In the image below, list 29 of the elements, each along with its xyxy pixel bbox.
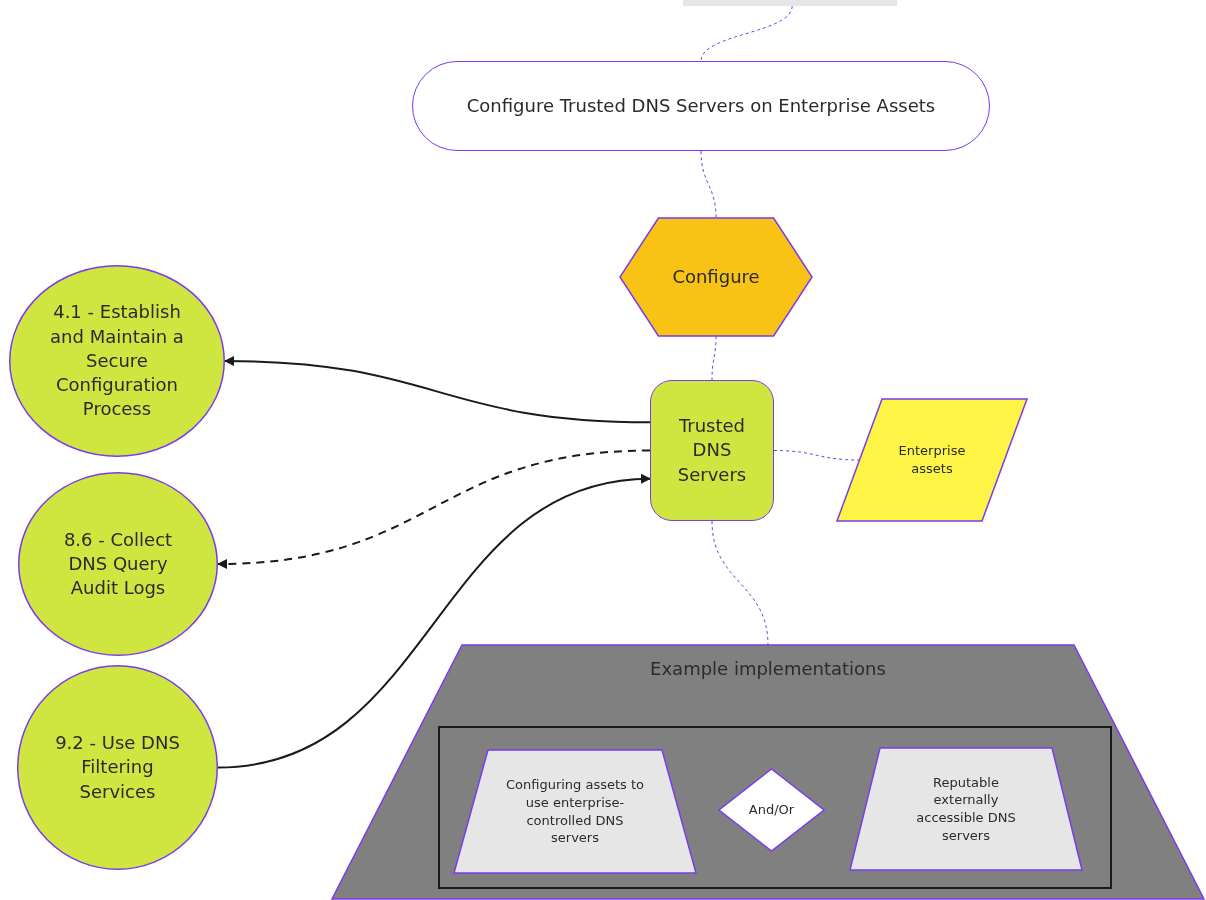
trapezoid-panel: [332, 645, 1204, 899]
node-label: Configuring assets to use enterprise-controlled DNS servers: [504, 776, 646, 847]
node-label: Trusted DNS Servers: [676, 414, 748, 487]
circle-node: [18, 472, 218, 656]
circle-node: [17, 665, 218, 870]
arrow: [217, 449, 651, 569]
trapezoid-box: [850, 748, 1082, 870]
arrow: [224, 356, 651, 424]
hexagon: [620, 218, 812, 336]
dotted-connector: [711, 520, 769, 646]
node-label: 9.2 - Use DNS Filtering Services: [54, 731, 181, 804]
node-label: Reputable externally accessible DNS servers: [915, 773, 1017, 845]
group-frame: [438, 726, 1112, 889]
dotted-connector: [700, 5, 793, 62]
node-label: Example implementations: [650, 657, 886, 681]
node-label: Enterprise assets: [897, 442, 967, 478]
arrow: [217, 474, 651, 769]
dotted-connector: [711, 335, 717, 381]
node-label: 4.1 - Establish and Maintain a Secure Configuration Process: [49, 300, 185, 422]
data-parallelogram: [837, 399, 1027, 521]
trapezoid-box: [454, 750, 696, 873]
node-label: Configure: [672, 264, 760, 289]
rounded-box: [650, 380, 774, 521]
decision-diamond: [719, 769, 824, 851]
dotted-connector: [700, 150, 717, 219]
node-label: Configure Trusted DNS Servers on Enterprise Assets: [466, 93, 936, 118]
node-label: 8.6 - Collect DNS Query Audit Logs: [62, 527, 174, 601]
node-label: And/Or: [748, 801, 795, 819]
circle-node: [9, 265, 225, 457]
